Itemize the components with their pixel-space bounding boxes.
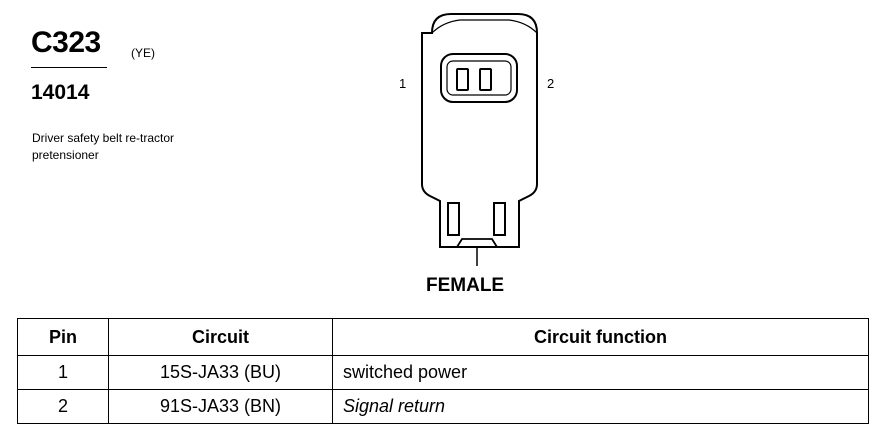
circuit-cell: 15S-JA33 (BU) bbox=[108, 355, 333, 390]
connector-id: C323 bbox=[31, 26, 101, 59]
table-header-row: Pin Circuit Circuit function bbox=[17, 318, 869, 356]
function-cell: switched power bbox=[332, 355, 869, 390]
function-cell: Signal return bbox=[332, 389, 869, 424]
connector-outline: 1 2 bbox=[399, 13, 554, 266]
column-header-circuit: Circuit bbox=[108, 318, 333, 356]
column-header-function: Circuit function bbox=[332, 318, 869, 356]
terminal-cavity-1 bbox=[456, 68, 469, 91]
header-divider bbox=[31, 67, 107, 68]
pin-label-2: 2 bbox=[547, 76, 554, 91]
latch-icon bbox=[456, 238, 498, 248]
pin-cell: 1 bbox=[17, 355, 109, 390]
part-number: 14014 bbox=[31, 81, 90, 104]
pinout-table: Pin Circuit Circuit function 1 15S-JA33 … bbox=[17, 318, 869, 424]
pin-cell: 2 bbox=[17, 389, 109, 424]
table-row: 1 15S-JA33 (BU) switched power bbox=[17, 355, 869, 390]
circuit-cell: 91S-JA33 (BN) bbox=[108, 389, 333, 424]
connector-color-code: (YE) bbox=[131, 46, 155, 60]
view-label: FEMALE bbox=[426, 275, 505, 296]
pin-label-1: 1 bbox=[399, 76, 406, 91]
lock-slot-left bbox=[447, 202, 460, 236]
connector-face-diagram: 1 2 bbox=[385, 0, 575, 300]
lock-slot-right bbox=[493, 202, 506, 236]
terminal-cavity-2 bbox=[479, 68, 492, 91]
connector-body bbox=[421, 13, 538, 248]
cavity-frame bbox=[440, 53, 518, 103]
connector-description: Driver safety belt re-tractor pretension… bbox=[32, 131, 175, 162]
table-row: 2 91S-JA33 (BN) Signal return bbox=[17, 389, 869, 424]
column-header-pin: Pin bbox=[17, 318, 109, 356]
